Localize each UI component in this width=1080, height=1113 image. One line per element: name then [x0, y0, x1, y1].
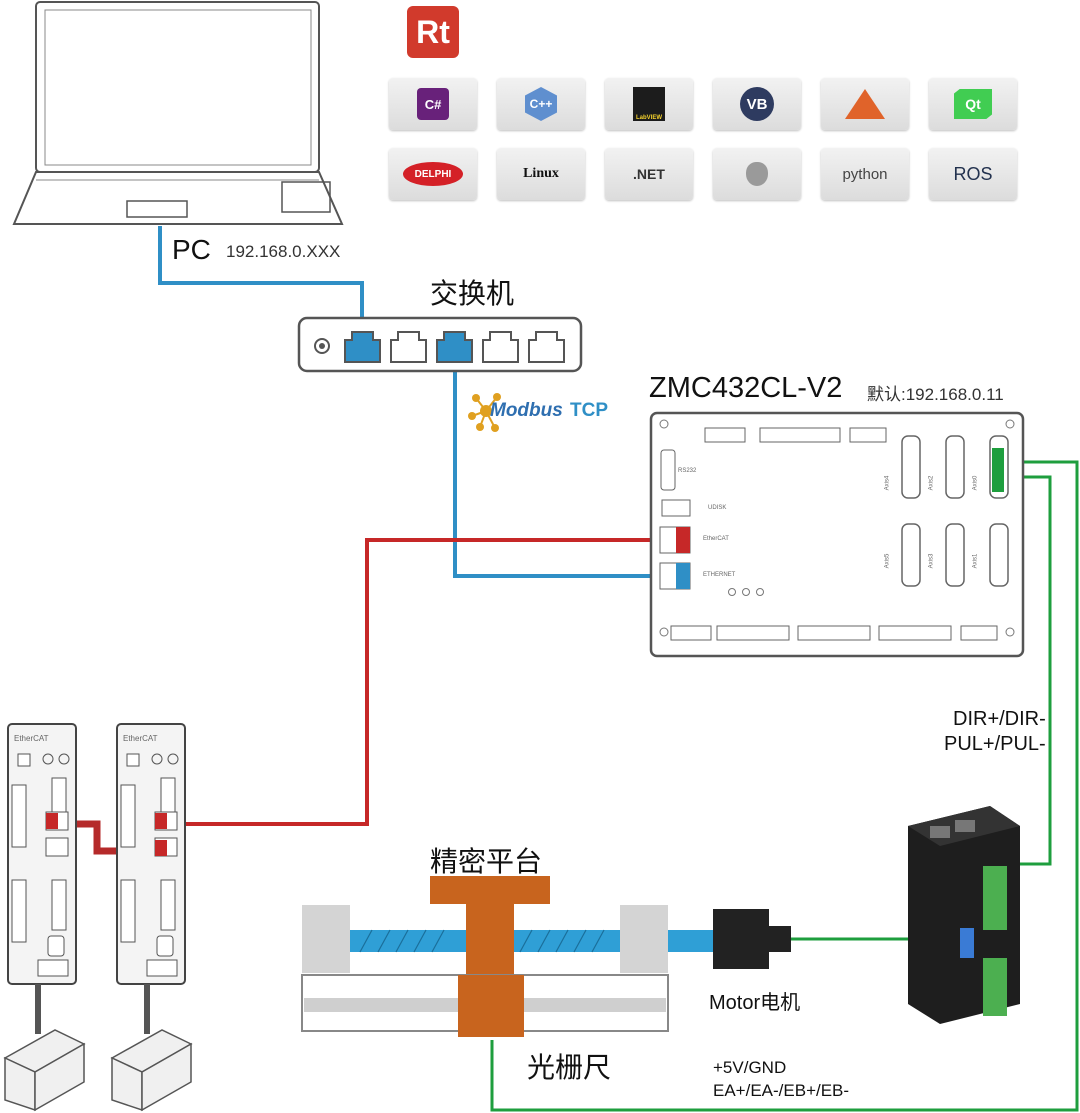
- linux-icon: Linux: [523, 166, 559, 181]
- csharp-icon: C#: [417, 88, 449, 120]
- axis3-label: Axis3: [928, 553, 935, 569]
- switch-label: 交换机: [430, 278, 515, 309]
- pc-switch-cable: [158, 226, 364, 350]
- drive2-brand: EtherCAT: [123, 734, 158, 743]
- tile-python: python: [821, 148, 909, 200]
- axis5-label: Axis5: [884, 553, 891, 569]
- controller-default-ip: 默认:192.168.0.11: [867, 385, 1004, 404]
- tile-csharp: C#: [389, 78, 477, 130]
- controller-model: ZMC432CL-V2: [649, 372, 843, 404]
- stepper-motor: [713, 909, 791, 969]
- tile-matlab: [821, 78, 909, 130]
- tcp-label: TCP: [570, 400, 608, 421]
- tile-labview: LabVIEW: [605, 78, 693, 130]
- matlab-icon: [845, 89, 885, 119]
- rt-logo: Rt: [407, 6, 459, 58]
- tile-ros: ROS: [929, 148, 1017, 200]
- dotnet-icon: .NET: [633, 166, 665, 182]
- pc-label: PC: [172, 234, 211, 265]
- platform-label: 精密平台: [430, 846, 543, 877]
- switch-controller-cable: [453, 352, 676, 578]
- precision-stage: [301, 876, 716, 1037]
- ethernet-port-label: ETHERNET: [703, 572, 736, 578]
- power-signal-label: +5V/GND: [713, 1058, 787, 1077]
- servo-drive-2: [116, 723, 186, 1034]
- grating-label: 光栅尺: [527, 1052, 612, 1083]
- drive1-brand: EtherCAT: [14, 734, 49, 743]
- servo-motor-2: [110, 1029, 193, 1112]
- tile-cpp: C++: [497, 78, 585, 130]
- pul-signal-label: PUL+/PUL-: [944, 733, 1046, 755]
- pc-ip: 192.168.0.XXX: [226, 242, 341, 261]
- delphi-icon: DELPHI: [403, 162, 463, 186]
- tile-vb: VB: [713, 78, 801, 130]
- python-icon: python: [842, 165, 888, 183]
- qt-icon: Qt: [954, 89, 992, 119]
- rt-logo-text: Rt: [416, 13, 450, 50]
- tile-linux: Linux: [497, 148, 585, 200]
- ros-icon: ROS: [953, 163, 993, 184]
- controller-board: [649, 411, 1025, 658]
- ethercat-port-label: EtherCAT: [703, 536, 729, 542]
- encoder-signal-label: EA+/EA-/EB+/EB-: [713, 1081, 850, 1100]
- udisk-label: UDISK: [708, 505, 727, 511]
- stepper-driver: [908, 806, 1020, 1024]
- vb-icon: VB: [740, 87, 774, 121]
- rs232-label: RS232: [678, 468, 697, 474]
- servo-drive-1: [7, 723, 77, 1034]
- ethercat-cable: [164, 538, 676, 826]
- cpp-icon: C++: [525, 87, 557, 121]
- motor-label: Motor电机: [709, 992, 801, 1014]
- axis4-label: Axis4: [884, 475, 891, 491]
- labview-icon: LabVIEW: [633, 87, 665, 121]
- dir-signal-label: DIR+/DIR-: [953, 708, 1046, 730]
- tile-dotnet: .NET: [605, 148, 693, 200]
- pulse-cable-2: [1000, 475, 1052, 866]
- axis1-label: Axis1: [972, 553, 979, 569]
- tile-qt: Qt: [929, 78, 1017, 130]
- laptop-icon: [12, 1, 344, 225]
- pulse-cable: [490, 460, 1079, 1112]
- switch-icon: [297, 316, 583, 373]
- apple-icon: [746, 162, 768, 186]
- modbus-icon: [468, 393, 501, 432]
- modbus-label: Modbus: [490, 400, 563, 421]
- axis0-label: Axis0: [972, 475, 979, 491]
- servo-motor-1: [3, 1029, 86, 1112]
- axis2-label: Axis2: [928, 475, 935, 491]
- tile-apple: [713, 148, 801, 200]
- tile-delphi: DELPHI: [389, 148, 477, 200]
